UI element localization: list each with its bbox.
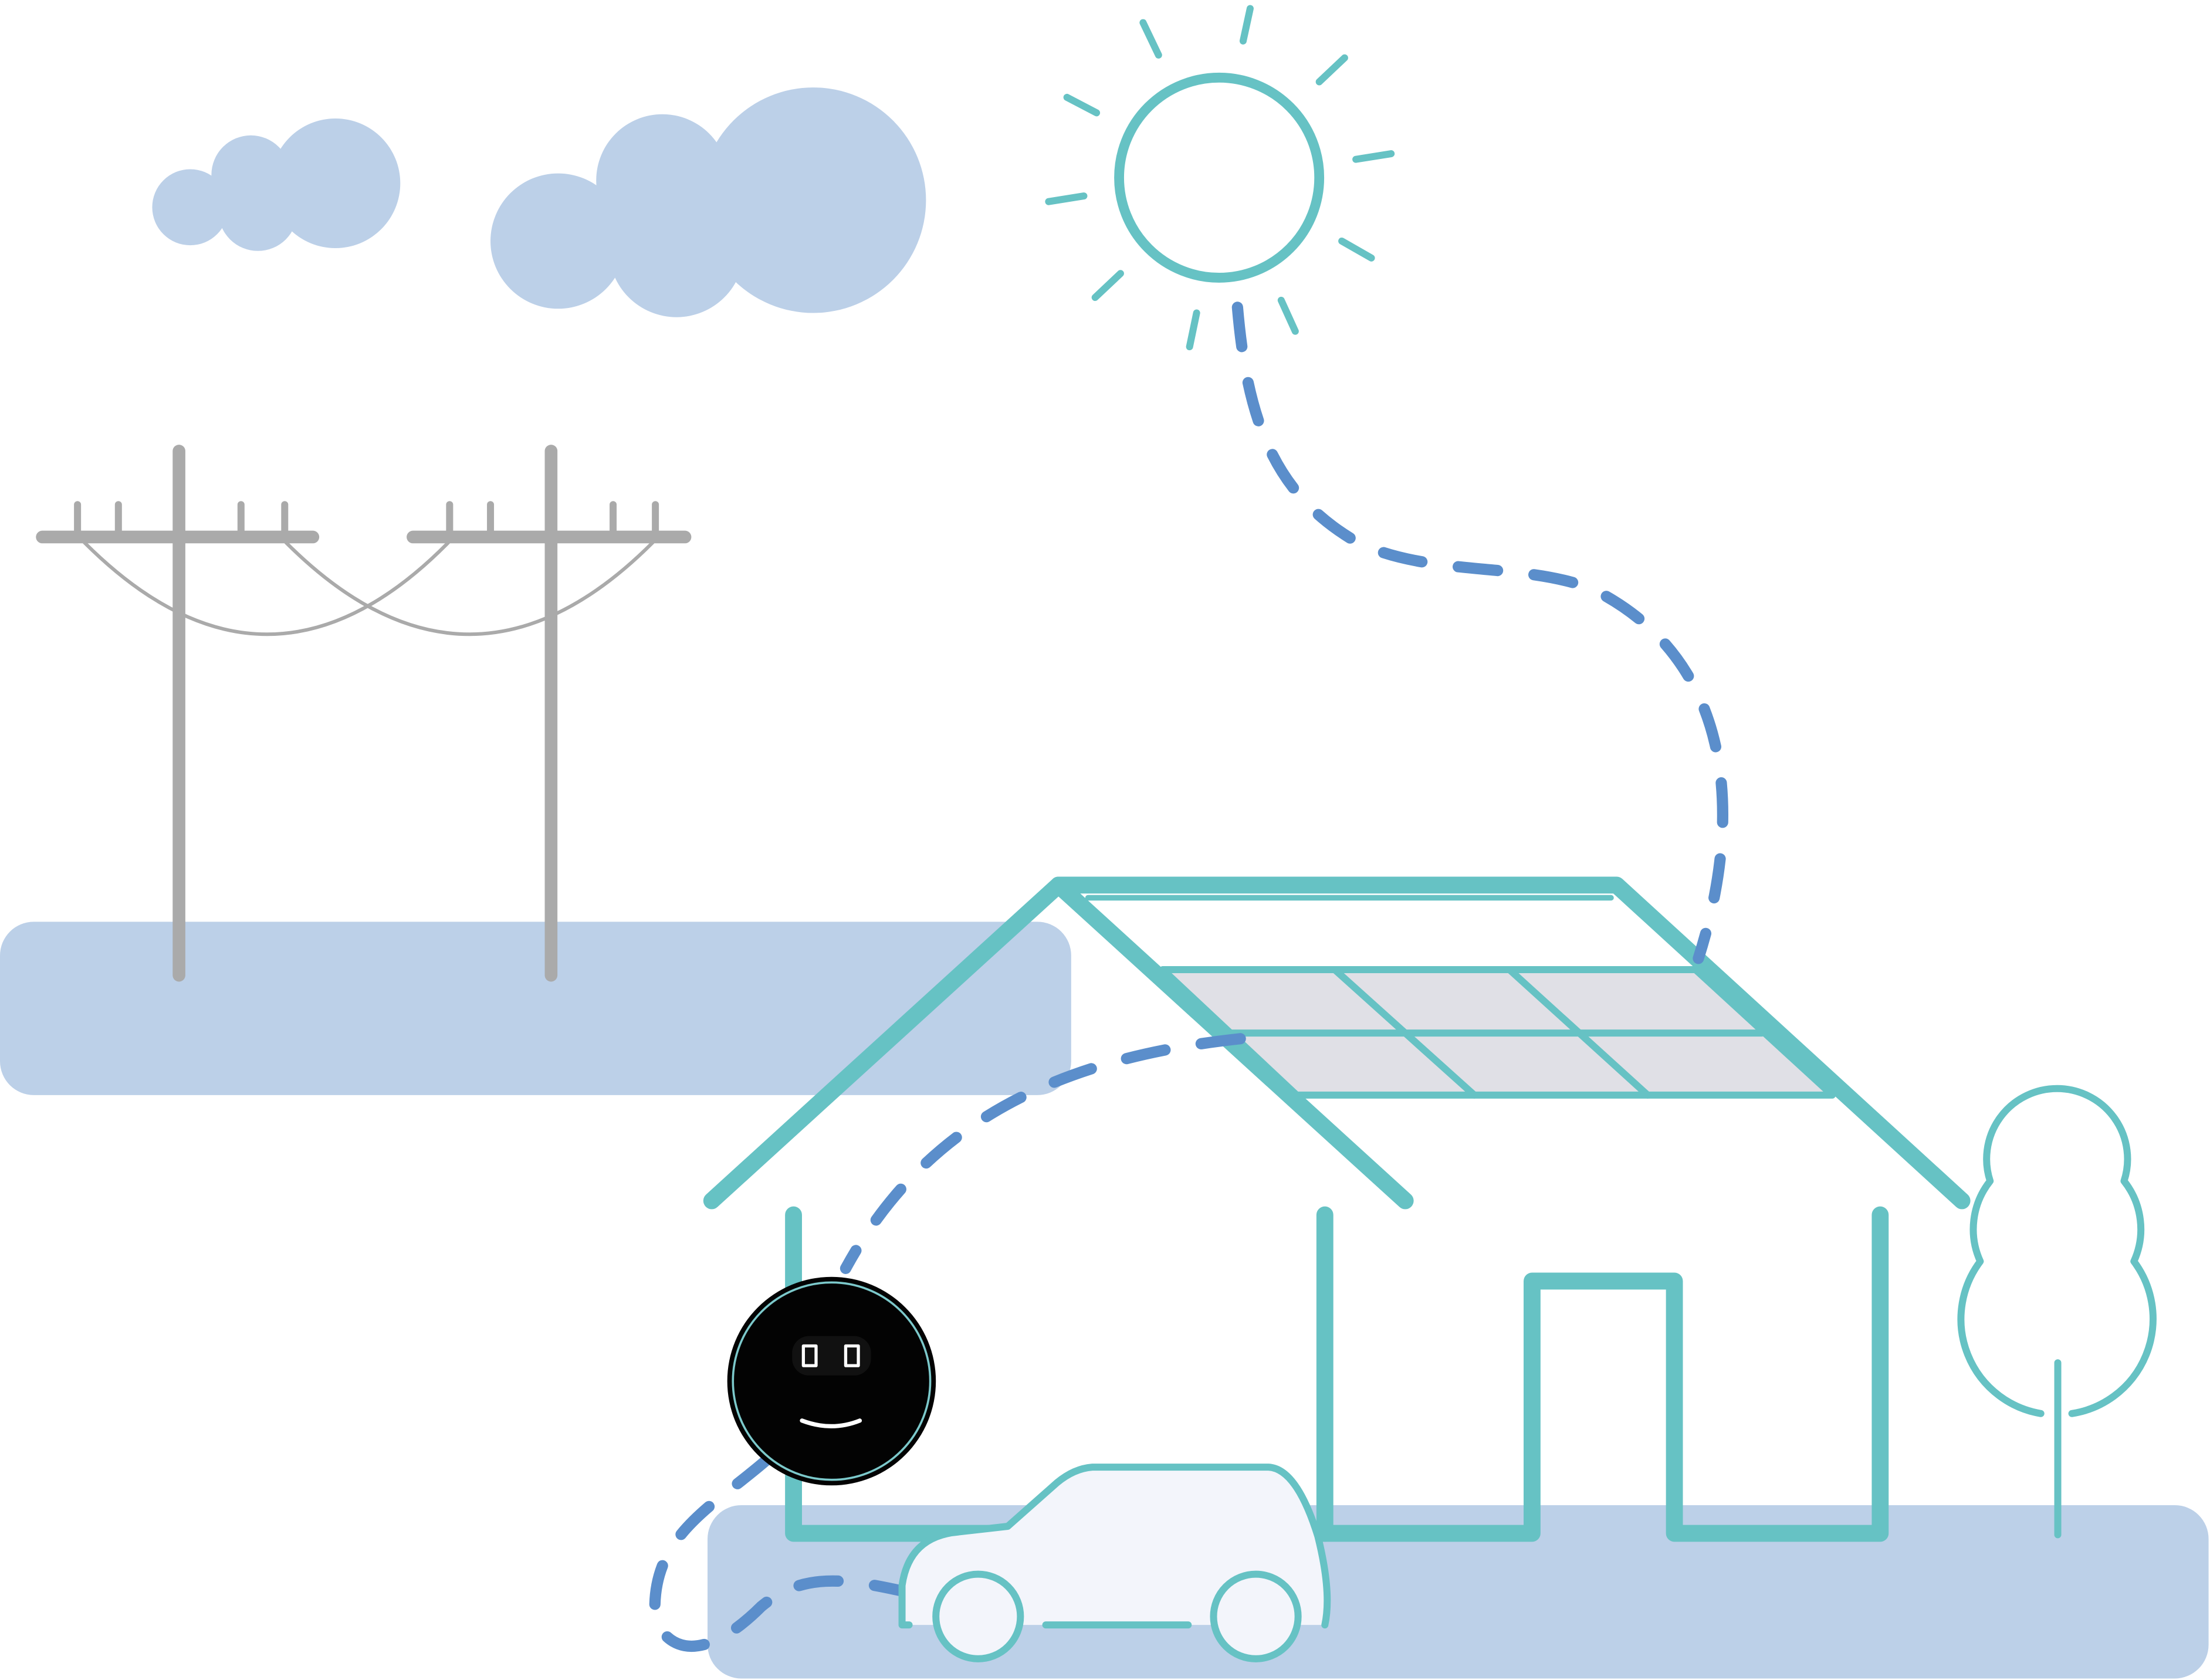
robot-eye-left bbox=[801, 1344, 818, 1367]
electric-car-icon bbox=[898, 1464, 1331, 1662]
sun-icon bbox=[1045, 5, 1395, 351]
tree-icon bbox=[1957, 1085, 2157, 1539]
ground-left bbox=[0, 922, 1071, 1095]
cloud-small-icon bbox=[152, 118, 401, 251]
car-wheel bbox=[1210, 1570, 1302, 1662]
energy-flow-path bbox=[649, 302, 1728, 1652]
car-wheel bbox=[932, 1570, 1024, 1662]
cloud-large-icon bbox=[490, 87, 926, 317]
robot-eye-right bbox=[844, 1344, 860, 1367]
utility-pole-icon bbox=[36, 445, 692, 982]
robot-face-icon bbox=[727, 1276, 936, 1486]
house-icon bbox=[703, 876, 1971, 1542]
robot-mouth bbox=[800, 1418, 862, 1428]
